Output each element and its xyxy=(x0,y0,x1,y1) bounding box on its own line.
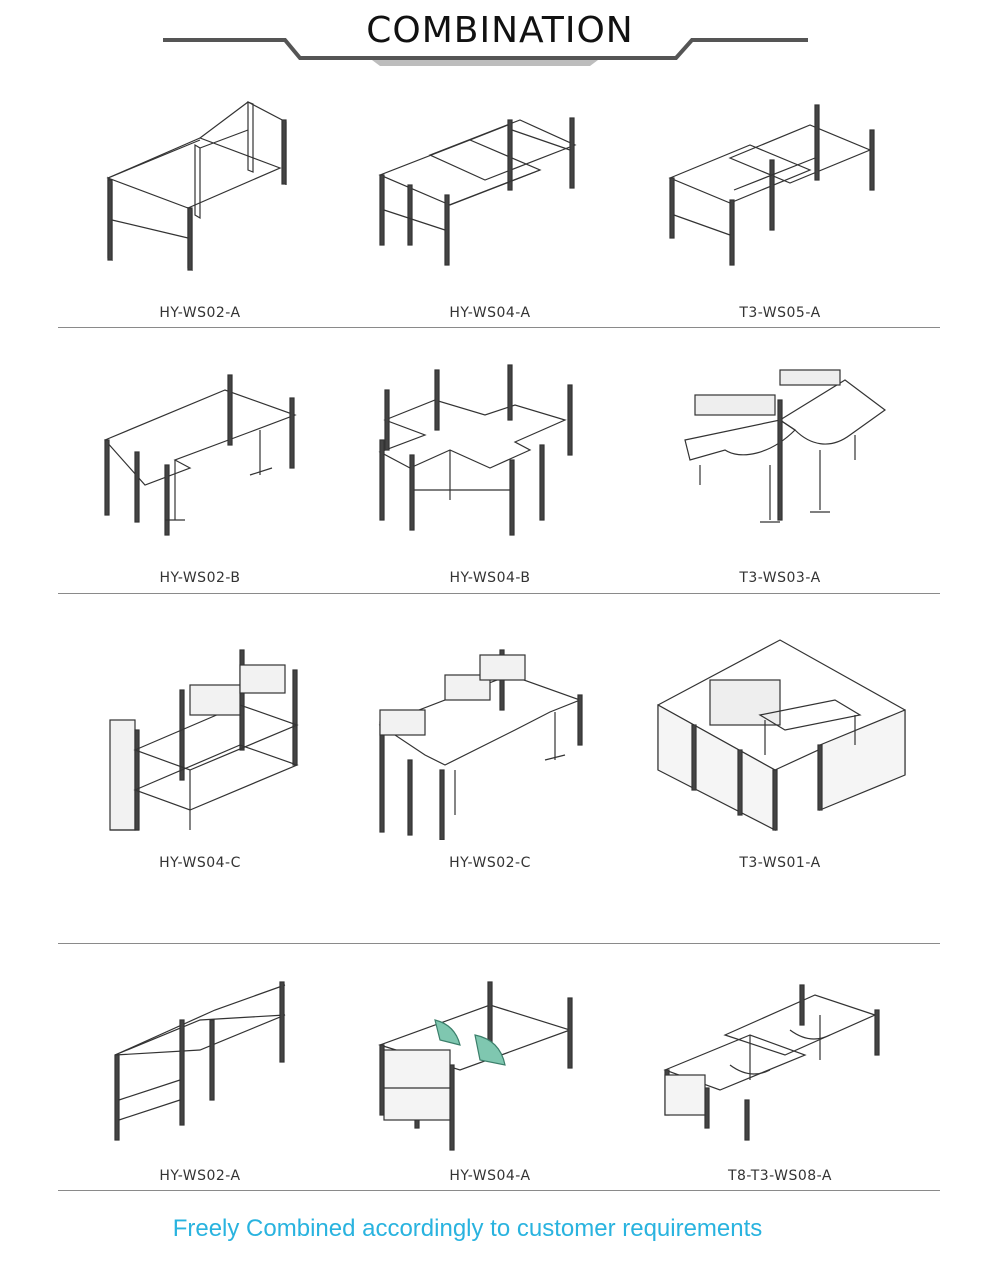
product-card[interactable]: HY-WS02-C xyxy=(340,630,640,871)
three-way-workstation-icon xyxy=(684,369,887,523)
product-label: HY-WS02-C xyxy=(449,855,531,871)
product-card[interactable]: T8-T3-WS08-A xyxy=(630,970,930,1184)
footer-tagline: Freely Combined accordingly to customer … xyxy=(172,1215,763,1242)
row-divider xyxy=(58,943,940,944)
product-label: HY-WS02-B xyxy=(159,570,241,586)
header: COMBINATION xyxy=(0,0,1000,75)
product-label: T3-WS05-A xyxy=(739,305,821,321)
product-card[interactable]: HY-WS02-A xyxy=(50,90,350,321)
product-label: HY-WS02-A xyxy=(159,305,241,321)
product-label: T3-WS03-A xyxy=(739,570,821,586)
cross-workstation-icon xyxy=(378,364,573,536)
u-shaped-workstation-icon xyxy=(378,649,583,840)
product-card[interactable]: T3-WS01-A xyxy=(630,630,930,871)
row-divider xyxy=(58,327,940,328)
product-label: HY-WS02-A xyxy=(159,1168,241,1184)
l-shaped-workstation-icon xyxy=(103,374,297,536)
header-line xyxy=(163,38,808,60)
product-card[interactable]: HY-WS04-B xyxy=(340,360,640,586)
product-card[interactable]: HY-WS04-A xyxy=(340,970,640,1184)
row-divider xyxy=(58,593,940,594)
header-tab xyxy=(372,60,598,66)
row-divider xyxy=(58,1190,940,1191)
product-label: HY-WS04-B xyxy=(449,570,531,586)
product-card[interactable]: HY-WS04-C xyxy=(50,630,350,871)
eight-workstation-cluster-icon xyxy=(663,984,880,1141)
double-workstation-icon xyxy=(114,981,286,1141)
enclosed-office-icon xyxy=(657,639,906,831)
product-card[interactable]: T3-WS03-A xyxy=(630,360,930,586)
product-card[interactable]: HY-WS02-A xyxy=(50,970,350,1184)
product-label: HY-WS04-C xyxy=(159,855,241,871)
product-card[interactable]: HY-WS02-B xyxy=(50,360,350,586)
header-ornament xyxy=(163,38,808,66)
four-workstation-icon xyxy=(378,117,577,266)
product-row: HY-WS02-B HY-WS04-B xyxy=(0,360,1000,600)
five-workstation-icon xyxy=(668,104,875,266)
page-title: COMBINATION xyxy=(366,10,634,51)
product-label: HY-WS04-A xyxy=(449,305,531,321)
product-card[interactable]: HY-WS04-A xyxy=(340,90,640,321)
product-row: HY-WS04-C HY-WS02-C xyxy=(0,630,1000,945)
product-row: HY-WS02-A HY-WS04-A xyxy=(0,970,1000,1195)
product-label: HY-WS04-A xyxy=(449,1168,531,1184)
double-workstation-icon xyxy=(106,101,287,271)
product-label: T3-WS01-A xyxy=(739,855,821,871)
product-label: T8-T3-WS08-A xyxy=(727,1168,833,1184)
glass-screen-workstation-icon xyxy=(378,981,573,1151)
storage-workstation-icon xyxy=(109,649,299,831)
product-card[interactable]: T3-WS05-A xyxy=(630,90,930,321)
product-row: HY-WS02-A HY-WS04-A xyxy=(0,90,1000,330)
